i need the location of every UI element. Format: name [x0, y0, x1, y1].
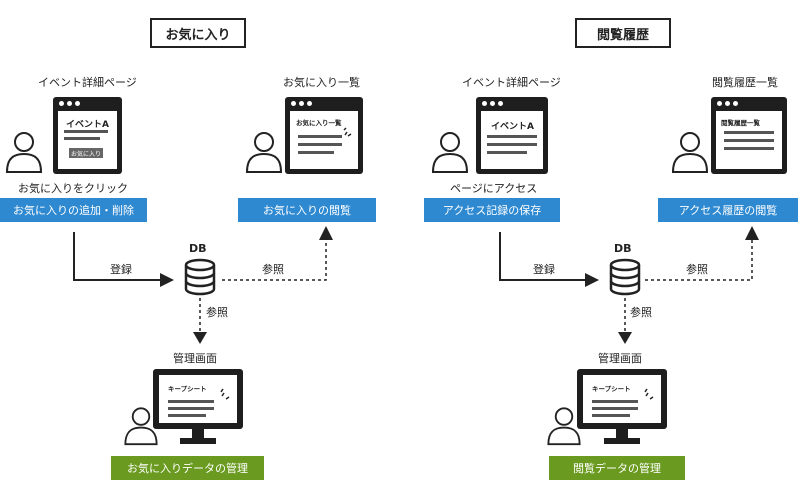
favorite-button[interactable]: お気に入り — [69, 148, 103, 158]
person-icon — [124, 407, 158, 446]
arrow-icon — [73, 226, 333, 344]
label-add-remove-favorite: お気に入りの追加・削除 — [0, 198, 147, 222]
monitor-title: キープシート — [592, 385, 631, 393]
label-history-data-management: 閲覧データの管理 — [549, 456, 685, 480]
caption-click-favorite: お気に入りをクリック — [18, 182, 128, 195]
window-title: イベントA — [491, 122, 534, 132]
person-icon — [671, 132, 709, 173]
label-register: 登録 — [533, 263, 555, 276]
label-reference-down: 参照 — [630, 306, 652, 319]
monitor-icon — [153, 369, 243, 444]
monitor-icon — [577, 369, 667, 444]
label-view-favorites: お気に入りの閲覧 — [238, 198, 376, 222]
caption-event-detail: イベント詳細ページ — [38, 76, 137, 89]
caption-page-access: ページにアクセス — [450, 182, 538, 195]
person-icon — [431, 132, 469, 173]
label-reference: 参照 — [262, 263, 284, 276]
caption-history-list: 閲覧履歴一覧 — [712, 76, 778, 89]
db-label: DB — [189, 242, 207, 255]
event-detail-window: イベントA お気に入り — [53, 97, 122, 174]
monitor-title: キープシート — [168, 385, 207, 393]
label-favorite-data-management: お気に入りデータの管理 — [111, 456, 264, 480]
event-detail-window: イベントA — [476, 97, 548, 174]
person-icon — [5, 132, 43, 173]
person-icon — [547, 407, 581, 446]
section-title-favorites: お気に入り — [150, 18, 246, 48]
window-title: イベントA — [66, 120, 109, 130]
label-reference: 参照 — [686, 263, 708, 276]
db-label: DB — [614, 242, 632, 255]
label-reference-down: 参照 — [206, 306, 228, 319]
caption-admin: 管理画面 — [598, 352, 642, 365]
database-icon — [184, 258, 216, 296]
caption-event-detail: イベント詳細ページ — [462, 76, 561, 89]
section-title-history: 閲覧履歴 — [575, 18, 671, 48]
window-title: お気に入り一覧 — [296, 119, 342, 127]
window-title: 閲覧履歴一覧 — [721, 119, 760, 127]
favorites-list-window: お気に入り一覧 — [285, 97, 363, 174]
label-register: 登録 — [110, 263, 132, 276]
sparkle-icon — [343, 127, 352, 137]
caption-admin: 管理画面 — [173, 352, 217, 365]
caption-favorites-list: お気に入り一覧 — [283, 76, 360, 89]
person-icon — [245, 132, 283, 173]
label-save-access-record: アクセス記録の保存 — [424, 198, 560, 222]
database-icon — [609, 258, 641, 296]
history-list-window: 閲覧履歴一覧 — [711, 97, 787, 174]
arrow-icon — [499, 226, 759, 344]
label-view-history: アクセス履歴の閲覧 — [658, 198, 798, 222]
